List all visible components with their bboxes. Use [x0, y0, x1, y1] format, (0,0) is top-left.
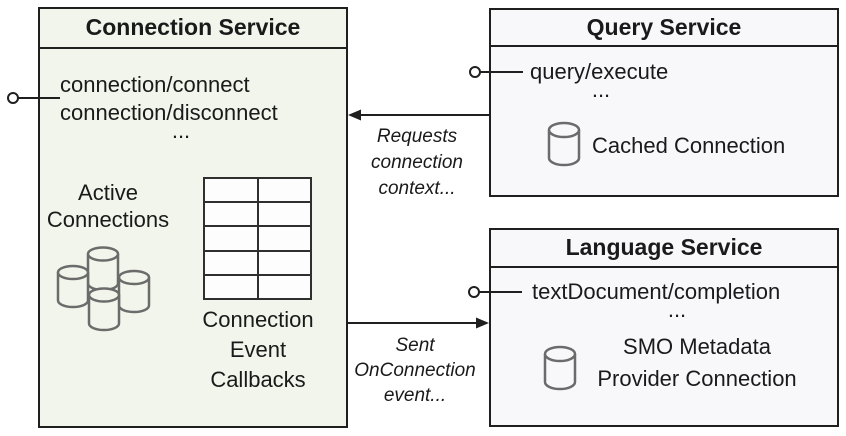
connection-event-callbacks-label: Connection Event Callbacks [202, 307, 314, 392]
language-methods-ellipsis: ... [667, 297, 687, 322]
connection-service-box: Connection Service connection/connect co… [38, 7, 348, 428]
active-connections-databases-icon [56, 246, 151, 332]
arrow-connection-to-language [347, 317, 489, 329]
connection-service-title: Connection Service [40, 9, 346, 49]
database-cylinder-icon [543, 345, 577, 391]
database-cylinder-icon [547, 121, 581, 167]
query-service-title: Query Service [491, 10, 837, 47]
requests-connection-context-label: Requests connection context... [371, 126, 463, 199]
callback-table-icon [203, 177, 312, 300]
active-connections-label: Active Connections [46, 180, 170, 232]
grid-cell [205, 227, 257, 250]
grid-cell [205, 179, 257, 202]
database-cylinder-icon [56, 264, 90, 309]
method-connection-disconnect: connection/disconnect [60, 100, 278, 125]
arrow-query-to-connection [348, 109, 490, 121]
connection-service-method-list: connection/connect connection/disconnect [60, 71, 278, 127]
grid-cell [258, 227, 310, 250]
grid-cell [258, 203, 310, 226]
database-cylinder-icon [86, 246, 120, 292]
smo-metadata-provider-connection-label: SMO Metadata Provider Connection [597, 334, 797, 391]
sent-onconnection-event-label: Sent OnConnection event... [354, 335, 476, 406]
grid-cell [205, 275, 257, 298]
grid-cell [258, 251, 310, 274]
cached-connection-label: Cached Connection [592, 133, 786, 158]
database-cylinder-icon [117, 269, 151, 314]
language-service-box: Language Service textDocument/completion… [489, 228, 839, 427]
connection-methods-ellipsis: ... [171, 118, 191, 143]
grid-cell [258, 179, 310, 202]
method-textdocument-completion: textDocument/completion [532, 279, 781, 304]
query-methods-ellipsis: ... [591, 77, 611, 102]
method-connection-connect: connection/connect [60, 72, 250, 97]
grid-cell [205, 251, 257, 274]
database-cylinder-icon [87, 287, 121, 332]
method-query-execute: query/execute [530, 59, 669, 84]
grid-cell [258, 275, 310, 298]
query-service-box: Query Service query/execute ... Cached C… [489, 8, 839, 197]
grid-cell [205, 203, 257, 226]
language-service-title: Language Service [491, 230, 837, 268]
